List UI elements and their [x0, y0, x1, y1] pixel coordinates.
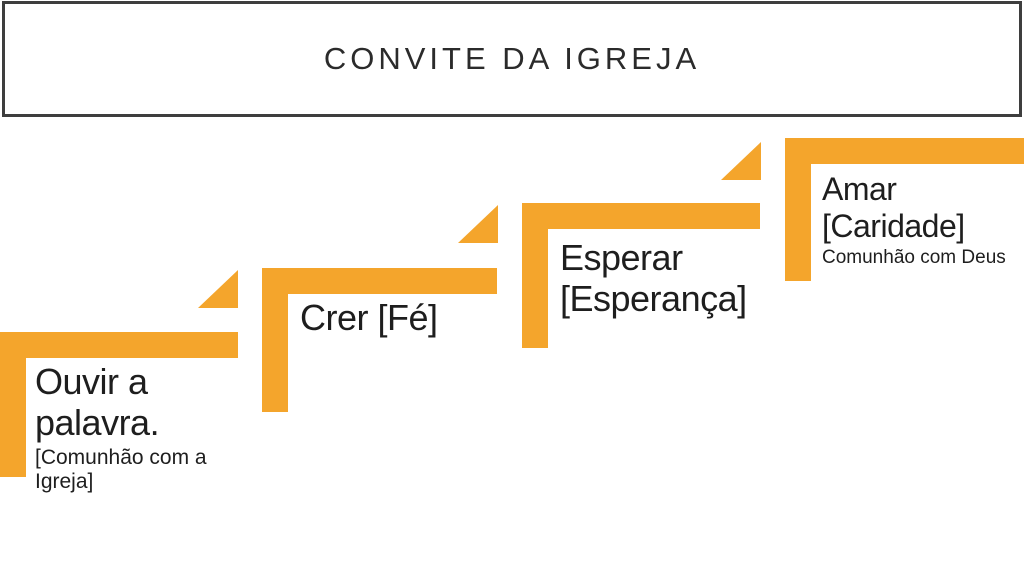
step-text-block: Crer [Fé]	[300, 297, 520, 338]
step-text-block: Ouvir a palavra. [Comunhão com a Igreja]	[35, 361, 217, 494]
step-bar-vertical	[785, 138, 811, 281]
step-bar-vertical	[522, 203, 548, 348]
slide-title: CONVITE DA IGREJA	[323, 41, 701, 76]
step-title: Ouvir a palavra.	[35, 361, 160, 444]
step-bar-horizontal	[522, 203, 760, 229]
step-bar-horizontal	[0, 332, 238, 358]
slide-title-box: CONVITE DA IGREJA	[2, 1, 1022, 117]
step-bar-vertical	[262, 268, 288, 412]
step-triangle-icon	[458, 205, 498, 243]
step-triangle-icon	[721, 142, 761, 180]
step-title: Esperar [Esperança]	[560, 237, 747, 320]
step-subtitle: Comunhão com Deus	[822, 246, 1006, 268]
step-text-block: Amar [Caridade] Comunhão com Deus	[822, 171, 1012, 268]
step-bar-horizontal	[785, 138, 1024, 164]
step-bar-horizontal	[262, 268, 497, 294]
step-triangle-icon	[198, 270, 238, 308]
step-text-block: Esperar [Esperança]	[560, 237, 760, 320]
step-title: Crer [Fé]	[300, 297, 438, 338]
step-title: Amar [Caridade]	[822, 171, 965, 244]
step-subtitle: [Comunhão com a Igreja]	[35, 445, 207, 493]
step-bar-vertical	[0, 332, 26, 477]
